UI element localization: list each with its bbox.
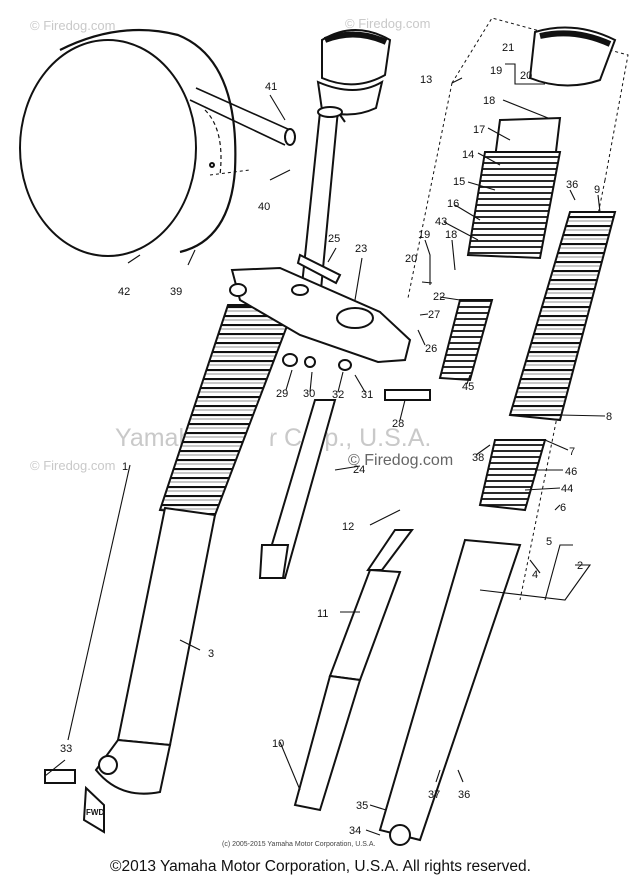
watermark-top-center: © Firedog.com [345, 16, 430, 31]
label-29: 29 [276, 388, 288, 400]
label-39: 39 [170, 286, 182, 298]
label-5: 5 [546, 536, 552, 548]
right-fork-assembly [293, 26, 617, 846]
label-21: 21 [502, 42, 514, 54]
label-18a: 18 [483, 95, 495, 107]
label-43: 43 [435, 216, 447, 228]
label-13: 13 [420, 74, 432, 86]
label-36a: 36 [566, 179, 578, 191]
label-41: 41 [265, 81, 277, 93]
label-26: 26 [425, 343, 437, 355]
label-24: 24 [353, 464, 365, 476]
label-42: 42 [118, 286, 130, 298]
label-32: 32 [332, 389, 344, 401]
watermark-corp-overlay: Yamaha Motor Corp., U.S.A. [115, 424, 431, 452]
label-46: 46 [565, 466, 577, 478]
label-35: 35 [356, 800, 368, 812]
left-fork-assembly: FWD [44, 29, 392, 860]
leader-lines [44, 63, 606, 836]
watermark-layer: © Firedog.com © Firedog.com © Firedog.co… [30, 16, 453, 473]
label-27: 27 [428, 309, 440, 321]
label-18b: 18 [445, 229, 457, 241]
inner-copyright: (c) 2005-2015 Yamaha Motor Corporation, … [222, 841, 375, 848]
label-11: 11 [317, 608, 328, 620]
label-23: 23 [355, 243, 367, 255]
label-20b: 20 [405, 253, 417, 265]
label-22: 22 [433, 291, 445, 303]
label-10: 10 [272, 738, 284, 750]
label-6: 6 [560, 502, 566, 514]
label-33: 33 [60, 743, 72, 755]
watermark-mid-left: © Firedog.com [30, 458, 115, 473]
svg-text:FWD: FWD [86, 808, 104, 817]
label-15: 15 [453, 176, 465, 188]
label-16: 16 [447, 198, 459, 210]
upper-bracket [229, 253, 431, 579]
label-20a: 20 [520, 70, 532, 82]
label-36b: 36 [458, 789, 470, 801]
label-7: 7 [569, 446, 575, 458]
label-25: 25 [328, 233, 340, 245]
part-labels: 41 40 42 39 25 23 13 21 19 20 18 17 14 1… [60, 42, 612, 837]
label-3: 3 [208, 648, 214, 660]
label-12: 12 [342, 521, 354, 533]
label-37: 37 [428, 789, 440, 801]
watermark-mid-center: © Firedog.com [348, 452, 453, 469]
label-14: 14 [462, 149, 474, 161]
assembly-boundary-13 [407, 17, 629, 601]
label-19b: 19 [418, 229, 430, 241]
label-44: 44 [561, 483, 573, 495]
label-17: 17 [473, 124, 485, 136]
label-8: 8 [606, 411, 612, 423]
label-1: 1 [122, 461, 128, 473]
label-9: 9 [594, 184, 600, 196]
label-19a: 19 [490, 65, 502, 77]
label-40: 40 [258, 201, 270, 213]
footer-copyright: ©2013 Yamaha Motor Corporation, U.S.A. A… [110, 858, 531, 875]
label-38: 38 [472, 452, 484, 464]
label-28: 28 [392, 418, 404, 430]
label-31: 31 [361, 389, 373, 401]
label-4: 4 [532, 569, 538, 581]
label-34: 34 [349, 825, 361, 837]
label-2: 2 [577, 560, 583, 572]
label-45: 45 [462, 381, 474, 393]
watermark-top-left: © Firedog.com [30, 18, 115, 33]
label-30: 30 [303, 388, 315, 400]
headlight-shell [19, 28, 296, 257]
